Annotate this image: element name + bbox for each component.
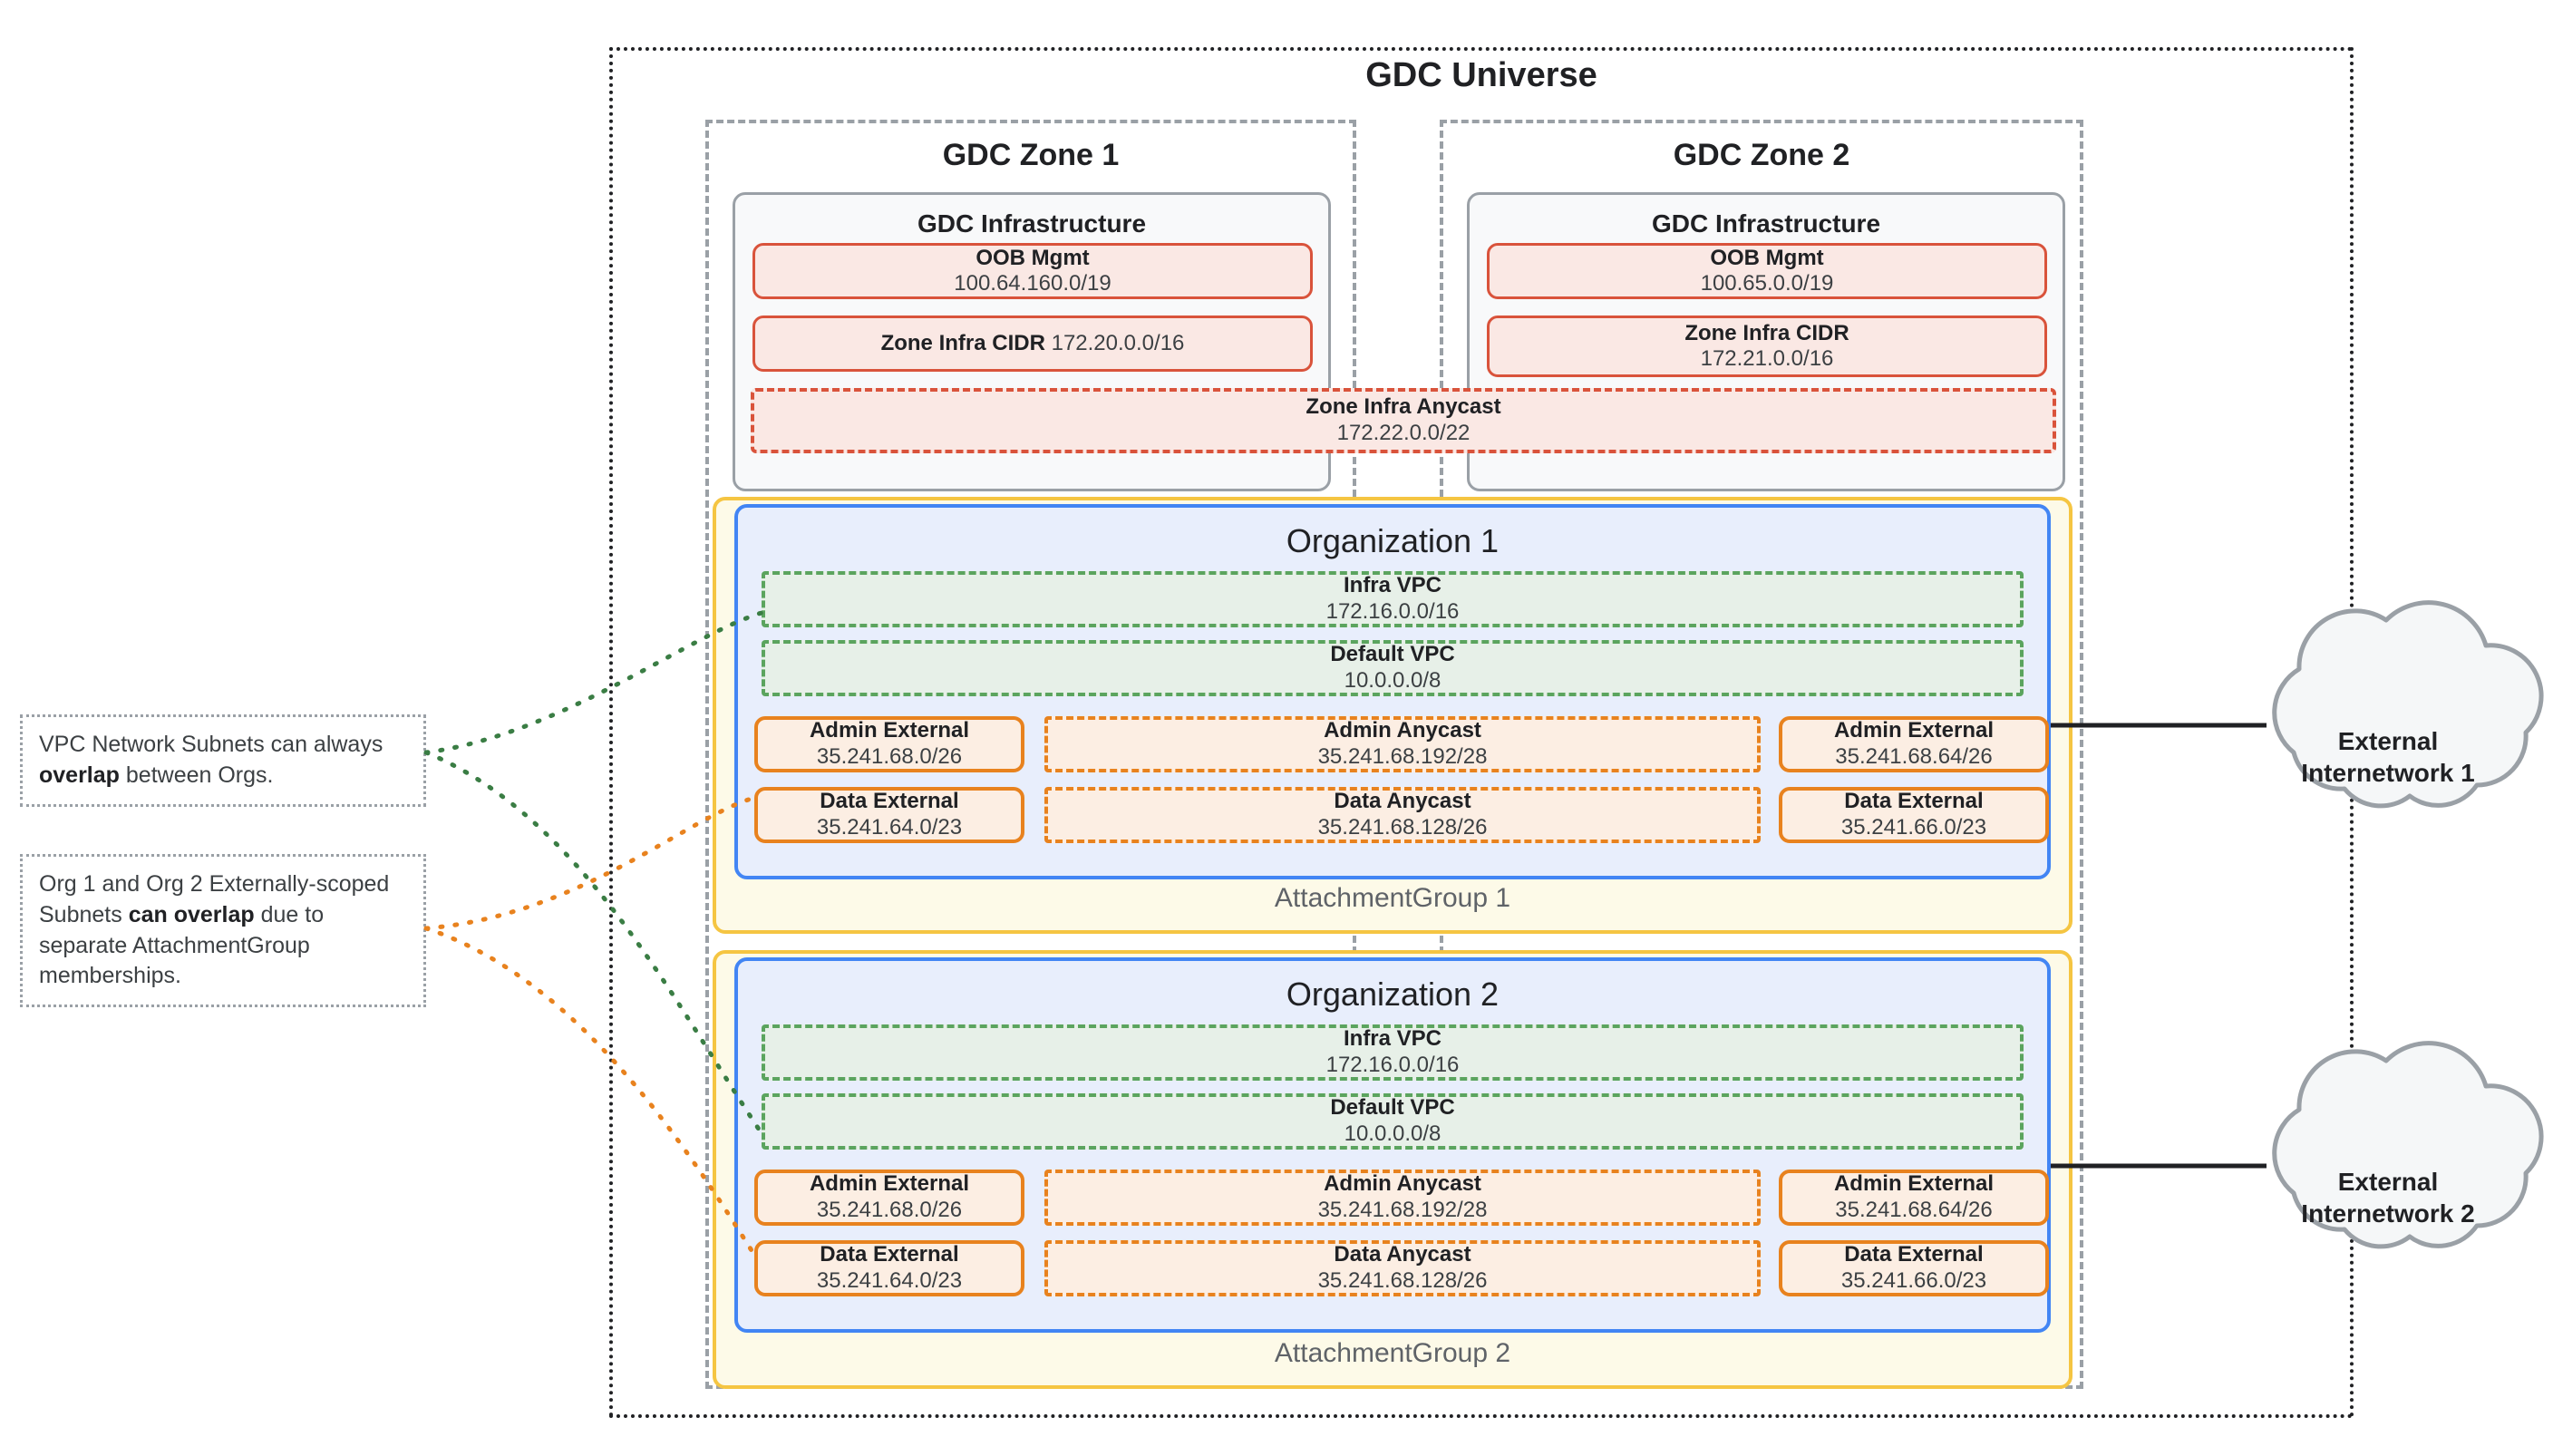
external-internetwork-1-label: External Internetwork 1: [2254, 725, 2522, 789]
infra-vpc-label-org-1: Infra VPC: [1343, 573, 1442, 598]
admin-external-left-cidr-org-2: 35.241.68.0/26: [816, 1198, 963, 1222]
admin-anycast-label-org-1: Admin Anycast: [1324, 718, 1481, 743]
admin-external-left-label-org-1: Admin External: [809, 718, 970, 743]
callout-1-text-before: VPC Network Subnets can always: [39, 732, 383, 757]
data-anycast-org-1: Data Anycast 35.241.68.128/26: [1044, 787, 1761, 843]
admin-external-left-org-1: Admin External 35.241.68.0/26: [754, 716, 1024, 772]
external-internetwork-2-label: External Internetwork 2: [2254, 1166, 2522, 1229]
data-external-left-org-2: Data External 35.241.64.0/23: [754, 1240, 1024, 1296]
infra-vpc-org-1: Infra VPC 172.16.0.0/16: [762, 571, 2024, 627]
admin-external-left-org-2: Admin External 35.241.68.0/26: [754, 1170, 1024, 1226]
data-external-right-label-org-2: Data External: [1844, 1242, 1984, 1267]
data-external-left-label-org-1: Data External: [820, 789, 959, 814]
admin-anycast-cidr-org-2: 35.241.68.192/28: [1317, 1198, 1488, 1222]
admin-external-right-cidr-org-1: 35.241.68.64/26: [1835, 744, 1993, 769]
default-vpc-label-org-2: Default VPC: [1330, 1095, 1455, 1121]
oob-mgmt-label-zone-2: OOB Mgmt: [1710, 245, 1824, 270]
data-anycast-label-org-1: Data Anycast: [1334, 789, 1471, 814]
data-external-left-org-1: Data External 35.241.64.0/23: [754, 787, 1024, 843]
external-internetwork-2-line1: External: [2337, 1168, 2439, 1196]
callout-2-text-after: due to separate AttachmentGroup membersh…: [39, 901, 325, 989]
data-external-right-org-1: Data External 35.241.66.0/23: [1779, 787, 2049, 843]
zone-infra-anycast: Zone Infra Anycast 172.22.0.0/22: [751, 388, 2056, 453]
gdc-zone-1-title: GDC Zone 1: [942, 138, 1120, 172]
callout-2-emphasis: can overlap: [128, 901, 255, 927]
admin-external-right-cidr-org-2: 35.241.68.64/26: [1835, 1198, 1993, 1222]
callout-1-text-after: between Orgs.: [119, 762, 274, 788]
gdc-universe-title: GDC Universe: [1365, 56, 1597, 94]
oob-mgmt-label-zone-1: OOB Mgmt: [976, 245, 1090, 270]
admin-anycast-label-org-2: Admin Anycast: [1324, 1171, 1481, 1197]
data-external-right-label-org-1: Data External: [1844, 789, 1984, 814]
external-internetwork-1-line1: External: [2337, 727, 2439, 755]
data-anycast-cidr-org-1: 35.241.68.128/26: [1317, 815, 1488, 840]
oob-mgmt-cidr-zone-2: 100.65.0.0/19: [1700, 271, 1834, 296]
data-external-right-cidr-org-1: 35.241.66.0/23: [1840, 815, 1987, 840]
zone-infra-anycast-cidr: 172.22.0.0/22: [1336, 421, 1471, 445]
gdc-zone-2-title: GDC Zone 2: [1673, 138, 1850, 172]
admin-anycast-org-1: Admin Anycast 35.241.68.192/28: [1044, 716, 1761, 772]
infra-vpc-cidr-org-2: 172.16.0.0/16: [1325, 1053, 1460, 1077]
zone-infra-cidr-value-zone-1: 172.20.0.0/16: [1051, 331, 1185, 355]
admin-external-right-label-org-2: Admin External: [1833, 1171, 1995, 1197]
data-anycast-cidr-org-2: 35.241.68.128/26: [1317, 1268, 1488, 1293]
admin-external-right-org-2: Admin External 35.241.68.64/26: [1779, 1170, 2049, 1226]
zone-infra-cidr-label-zone-2: Zone Infra CIDR: [1684, 320, 1849, 345]
admin-external-right-org-1: Admin External 35.241.68.64/26: [1779, 716, 2049, 772]
external-internetwork-2: External Internetwork 2: [2254, 1111, 2522, 1284]
infrastructure-title-zone-1: GDC Infrastructure: [917, 209, 1147, 238]
admin-external-right-label-org-1: Admin External: [1833, 718, 1995, 743]
zone-infra-anycast-label: Zone Infra Anycast: [1306, 394, 1501, 420]
callout-2-text-before: Org 1 and Org 2 Externally-scoped Subnet…: [39, 871, 390, 927]
infra-vpc-cidr-org-1: 172.16.0.0/16: [1325, 599, 1460, 624]
data-external-left-cidr-org-1: 35.241.64.0/23: [816, 815, 963, 840]
callout-vpc-overlap: VPC Network Subnets can always overlap b…: [20, 714, 426, 807]
data-anycast-label-org-2: Data Anycast: [1334, 1242, 1471, 1267]
default-vpc-org-1: Default VPC 10.0.0.0/8: [762, 640, 2024, 696]
default-vpc-label-org-1: Default VPC: [1330, 642, 1455, 667]
callout-1-emphasis: overlap: [39, 762, 120, 788]
oob-mgmt-zone-1: OOB Mgmt 100.64.160.0/19: [752, 243, 1313, 299]
admin-anycast-org-2: Admin Anycast 35.241.68.192/28: [1044, 1170, 1761, 1226]
zone-infra-cidr-label-zone-1: Zone Infra CIDR: [880, 331, 1045, 355]
external-internetwork-2-line2: Internetwork 2: [2301, 1199, 2475, 1228]
organization-1-title: Organization 1: [1286, 522, 1500, 559]
attachment-group-2-label: AttachmentGroup 2: [1274, 1338, 1511, 1368]
oob-mgmt-zone-2: OOB Mgmt 100.65.0.0/19: [1487, 243, 2047, 299]
organization-2-title: Organization 2: [1286, 976, 1500, 1013]
data-external-right-org-2: Data External 35.241.66.0/23: [1779, 1240, 2049, 1296]
attachment-group-1-label: AttachmentGroup 1: [1274, 883, 1511, 913]
admin-anycast-cidr-org-1: 35.241.68.192/28: [1317, 744, 1488, 769]
infra-vpc-org-2: Infra VPC 172.16.0.0/16: [762, 1024, 2024, 1081]
data-external-right-cidr-org-2: 35.241.66.0/23: [1840, 1268, 1987, 1293]
admin-external-left-cidr-org-1: 35.241.68.0/26: [816, 744, 963, 769]
default-vpc-org-2: Default VPC 10.0.0.0/8: [762, 1093, 2024, 1150]
default-vpc-cidr-org-2: 10.0.0.0/8: [1344, 1121, 1442, 1146]
infrastructure-title-zone-2: GDC Infrastructure: [1651, 209, 1881, 238]
admin-external-left-label-org-2: Admin External: [809, 1171, 970, 1197]
oob-mgmt-cidr-zone-1: 100.64.160.0/19: [954, 271, 1111, 296]
default-vpc-cidr-org-1: 10.0.0.0/8: [1344, 668, 1442, 693]
external-internetwork-1: External Internetwork 1: [2254, 671, 2522, 843]
data-external-left-cidr-org-2: 35.241.64.0/23: [816, 1268, 963, 1293]
infra-vpc-label-org-2: Infra VPC: [1343, 1026, 1442, 1052]
zone-infra-cidr-zone-2: Zone Infra CIDR 172.21.0.0/16: [1487, 315, 2047, 377]
external-internetwork-1-line2: Internetwork 1: [2301, 759, 2475, 787]
data-anycast-org-2: Data Anycast 35.241.68.128/26: [1044, 1240, 1761, 1296]
zone-infra-cidr-value-zone-2: 172.21.0.0/16: [1700, 346, 1834, 371]
callout-external-overlap: Org 1 and Org 2 Externally-scoped Subnet…: [20, 854, 426, 1007]
data-external-left-label-org-2: Data External: [820, 1242, 959, 1267]
zone-infra-cidr-zone-1: Zone Infra CIDR 172.20.0.0/16: [752, 315, 1313, 372]
